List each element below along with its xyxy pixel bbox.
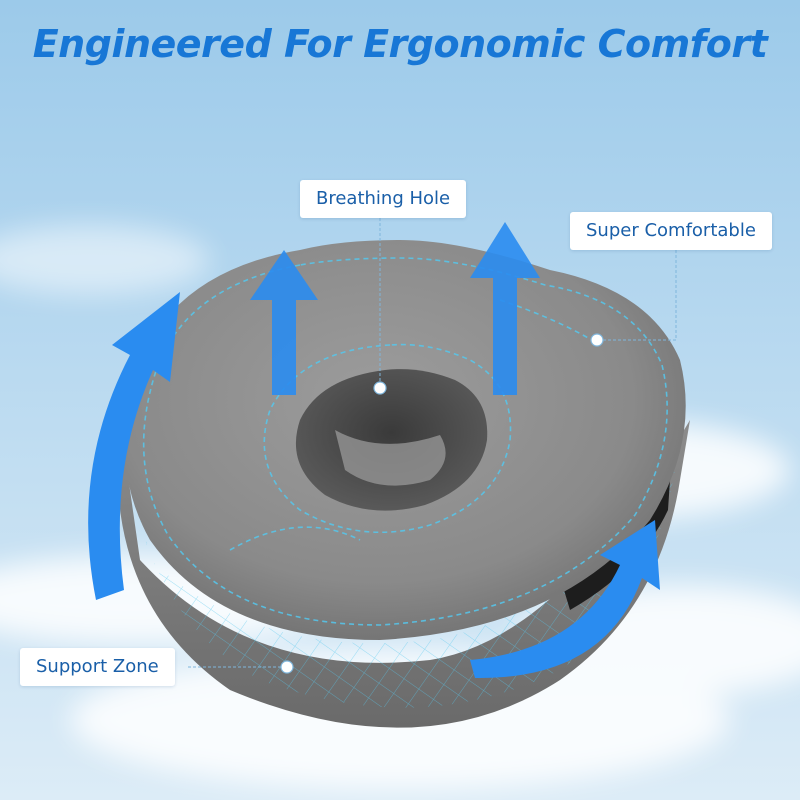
callout-breathing-hole: Breathing Hole xyxy=(300,180,467,218)
leader-lines xyxy=(188,218,677,668)
curved-arrow-left-icon xyxy=(88,292,180,600)
curved-arrow-bottom-icon xyxy=(470,520,660,679)
breathing-hole xyxy=(295,369,488,511)
headline: Engineered For Ergonomic Comfort xyxy=(32,22,768,66)
callout-super-comfortable: Super Comfortable xyxy=(570,212,772,250)
up-arrow-icon xyxy=(250,222,540,395)
leader-dots xyxy=(280,333,604,674)
callout-support-zone: Support Zone xyxy=(20,648,175,686)
